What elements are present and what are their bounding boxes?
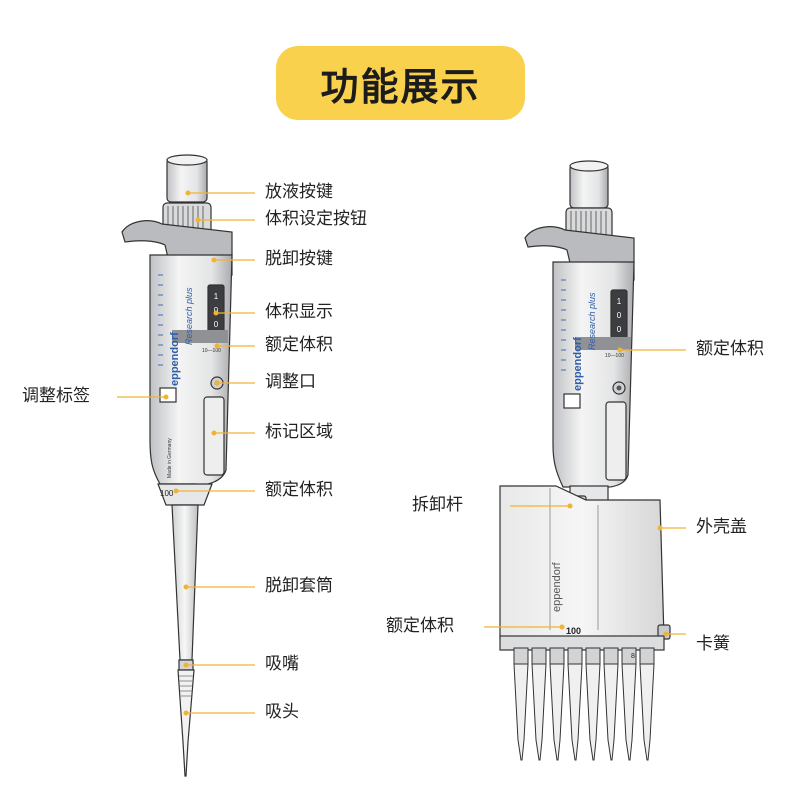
channel-tips [513,647,655,761]
label-marking-area: 标记区域 [265,422,333,442]
label-rated-volume-lower: 额定体积 [265,480,333,500]
single-channel-pipette [121,154,233,777]
brand-text: eppendorf [169,332,181,386]
ejector-sleeve [171,504,199,661]
model-text-right: Research plus [587,292,597,350]
brand-text-right: eppendorf [572,337,584,391]
housing-cover [499,485,665,639]
adjust-label-tag [159,387,177,403]
display-digit-1-right: 1 [617,297,622,306]
channel-tip [603,647,619,761]
display-digit-2: 0 [214,306,219,315]
leader-lines [117,190,686,716]
lower-barrel [157,483,213,506]
label-adjust-port: 调整口 [265,372,316,392]
pipette-tip [177,669,195,777]
channel-tip [585,647,601,761]
plunger-cap [166,154,208,166]
made-in-text: Made in Germany [167,438,173,478]
label-eject-lever: 拆卸杆 [412,495,463,515]
multi-channel-pipette [499,160,671,651]
label-tip-eject-button: 脱卸按键 [265,249,333,269]
label-rated-volume-right-upper: 额定体积 [696,339,764,359]
label-spring-clip: 卡簧 [696,634,730,654]
title-banner: 功能展示 [276,46,525,120]
channel-tip [621,647,637,761]
label-nozzle: 吸嘴 [265,654,299,674]
channel-count-mark: 8 [631,653,635,660]
rated-volume-band [172,330,228,343]
page-title: 功能展示 [320,64,481,109]
label-ejector-sleeve: 脱卸套筒 [265,576,333,596]
model-text: Research plus [184,287,194,345]
channel-tip [531,647,547,761]
marking-area [203,396,225,476]
channel-tip [549,647,565,761]
volume-mark-text: 100 [160,489,174,498]
volume-mark-text-right: 100 [566,626,581,636]
label-housing-cover: 外壳盖 [696,517,747,537]
channel-tip [513,647,529,761]
channel-tip [639,647,655,761]
label-tip: 吸头 [265,702,299,722]
display-digit-3: 0 [214,320,219,329]
display-digit-2-right: 0 [617,311,622,320]
label-volume-display: 体积显示 [265,302,333,322]
label-rated-volume-right-lower: 额定体积 [386,616,454,636]
label-volume-knob: 体积设定按钮 [265,209,367,229]
label-rated-volume-upper: 额定体积 [265,335,333,355]
volume-range-text-right: 10—100 [605,353,624,359]
volume-range-text: 10—100 [202,348,221,354]
label-dispense-button: 放液按键 [265,182,333,202]
display-digit-3-right: 0 [617,325,622,334]
label-adjust-tag: 调整标签 [22,386,90,406]
display-digit-1: 1 [214,292,219,301]
channel-tip [567,647,583,761]
housing-brand-text: eppendorf [551,562,563,612]
